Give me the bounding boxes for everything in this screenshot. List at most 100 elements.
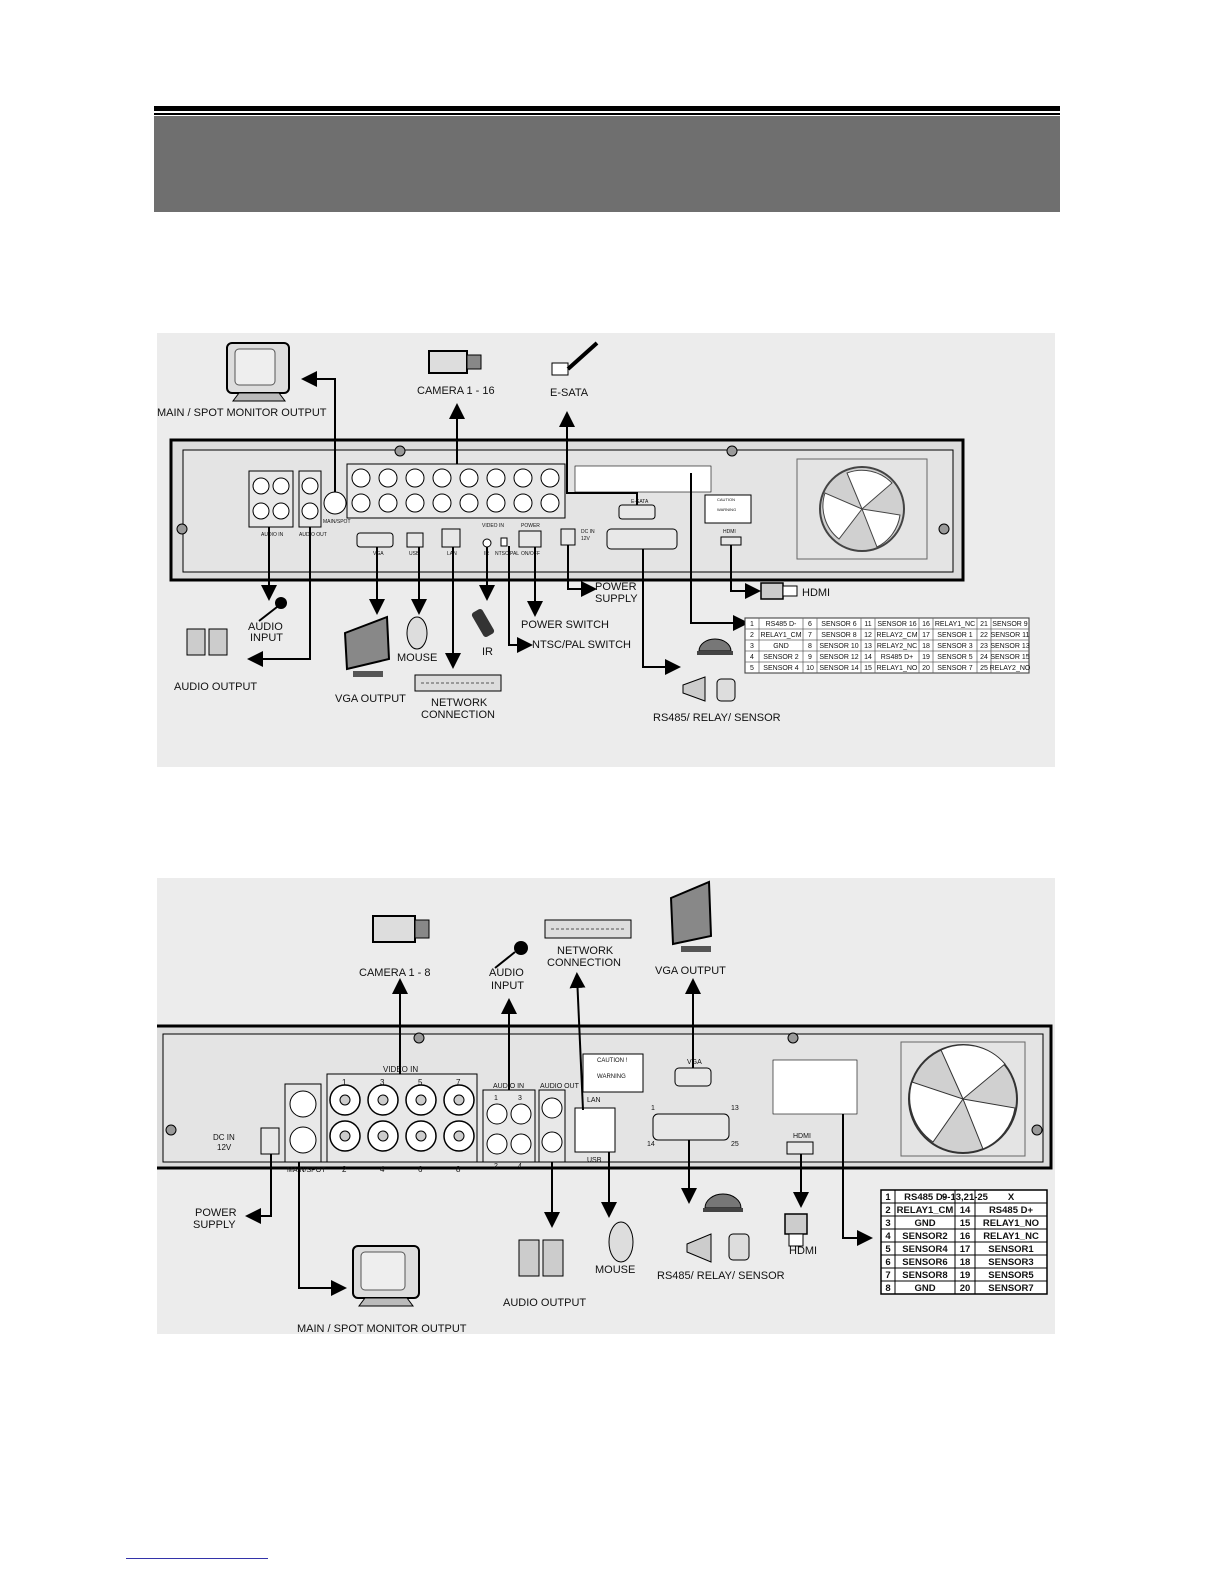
- audio-channel-number: 1: [494, 1095, 498, 1102]
- callout-power-supply: POWER: [595, 581, 637, 593]
- pin-table-cell: SENSOR8: [902, 1270, 947, 1281]
- panel-label-caution: CAUTION !: [597, 1058, 628, 1064]
- rca-connector: [487, 1104, 507, 1124]
- pin-table-cell: 4: [885, 1231, 891, 1242]
- pin-table-cell: 1: [885, 1192, 891, 1203]
- pin-table-cell: 18: [960, 1257, 971, 1268]
- microphone-icon: [495, 941, 528, 968]
- lcd-monitor-icon: [671, 882, 711, 952]
- bnc-connector: [514, 469, 532, 487]
- pin-table-cell: 15: [960, 1218, 971, 1229]
- pin-table-cell: SENSOR7: [988, 1283, 1033, 1294]
- pin-table-cell: 4: [750, 654, 754, 661]
- pin-table-cell: 15: [864, 665, 872, 672]
- callout-camera: CAMERA 1 - 8: [359, 967, 431, 979]
- panel-label-pin: 13: [731, 1105, 739, 1112]
- video-channel-number: 1: [342, 1078, 347, 1087]
- video-channel-number: 5: [418, 1078, 423, 1087]
- figure-8ch-rear-panel: DC IN 12V MAIN/SPOT VIDEO IN 13572468 AU…: [157, 878, 1055, 1334]
- pin-table-cell: 25: [980, 665, 988, 672]
- lcd-monitor-icon: [345, 617, 389, 677]
- pin-table-cell: SENSOR 7: [937, 665, 973, 672]
- bnc-connector-pin: [416, 1131, 426, 1141]
- screw: [1032, 1125, 1042, 1135]
- callout-network: NETWORK: [431, 697, 488, 709]
- audio-channel-number: 3: [518, 1095, 522, 1102]
- pin-table-cell: SENSOR 11: [991, 632, 1030, 639]
- callout-hdmi: HDMI: [789, 1245, 817, 1257]
- pin-table-cell: SENSOR 3: [937, 643, 973, 650]
- video-channel-number: 7: [456, 1078, 461, 1087]
- callout-audio-output: AUDIO OUTPUT: [503, 1297, 586, 1309]
- lan-port: [442, 529, 460, 547]
- panel-label-hdmi: HDMI: [723, 529, 736, 535]
- pin-table-cell: 5: [885, 1244, 891, 1255]
- bnc-connector-pin: [454, 1095, 464, 1105]
- bnc-connector: [487, 469, 505, 487]
- callout-esata: E-SATA: [550, 387, 589, 399]
- pin-table-cell: 14: [960, 1205, 971, 1216]
- panel-label-warning: WARNING: [597, 1074, 626, 1080]
- pin-table-cell: SENSOR 15: [990, 654, 1029, 661]
- pin-table-cell: SENSOR 12: [819, 654, 858, 661]
- callout-power-supply: SUPPLY: [595, 593, 638, 605]
- panel-label-dc-v: 12V: [581, 536, 591, 542]
- dome-camera-icon: [697, 639, 733, 655]
- mouse-icon: [407, 617, 427, 649]
- screw: [414, 1033, 424, 1043]
- panel-label-onoff: ON/OFF: [521, 551, 540, 557]
- panel-label-pin: 1: [651, 1105, 655, 1112]
- hdmi-cable-icon: [785, 1214, 807, 1246]
- bnc-connector-pin: [416, 1095, 426, 1105]
- video-channel-number: 8: [456, 1165, 461, 1174]
- pin-table-cell: SENSOR6: [902, 1257, 947, 1268]
- video-channel-number: 3: [380, 1078, 385, 1087]
- panel-label-main-spot: MAIN/SPOT: [323, 519, 351, 525]
- pin-table-cell: 18: [922, 643, 930, 650]
- pin-table-cell: 17: [922, 632, 930, 639]
- pin-table-cell: 19: [922, 654, 930, 661]
- power-switch: [519, 531, 541, 547]
- screw: [395, 446, 405, 456]
- panel-label-vga: VGA: [373, 551, 384, 557]
- pin-table-cell: RELAY1_CM: [760, 632, 801, 639]
- panel-label-caution: CAUTION: [717, 497, 735, 502]
- pin-table-cell: SENSOR 8: [821, 632, 857, 639]
- pin-table-cell: SENSOR 10: [819, 643, 858, 650]
- pin-table-cell: GND: [914, 1218, 935, 1229]
- pin-table-cell: 6: [885, 1257, 890, 1268]
- header-rule-thin: [154, 113, 1060, 115]
- pin-table-cell: 9: [808, 654, 812, 661]
- bnc-connector: [460, 469, 478, 487]
- callout-network: CONNECTION: [421, 709, 495, 721]
- screw: [788, 1033, 798, 1043]
- panel-label-dc-in: DC IN: [581, 529, 595, 535]
- pin-table-cell: 13: [864, 643, 872, 650]
- pin-table-cell: SENSOR5: [988, 1270, 1034, 1281]
- esata-port: [619, 505, 655, 519]
- db25-port: [653, 1114, 729, 1140]
- bnc-connector: [541, 469, 559, 487]
- panel-label-ntsc-pal: NTSC/PAL: [495, 551, 519, 557]
- fan-icon: [797, 459, 927, 559]
- bnc-connector: [514, 494, 532, 512]
- panel-label-vga: VGA: [687, 1059, 702, 1066]
- lan-port: [575, 1108, 615, 1152]
- pin-table-cell: SENSOR 2: [763, 654, 799, 661]
- pin-table-cell: X: [1008, 1192, 1015, 1203]
- pin-table-cell: SENSOR 9: [992, 621, 1028, 628]
- camera-icon: [373, 916, 429, 942]
- pin-table-cell: SENSOR4: [902, 1244, 948, 1255]
- panel-label-dc-in: DC IN: [213, 1133, 235, 1142]
- main-spot-connector: [324, 492, 346, 514]
- pin-table-cell: 24: [980, 654, 988, 661]
- panel-label-pin: 25: [731, 1141, 739, 1148]
- panel-label-audio-out: AUDIO OUT: [299, 532, 327, 538]
- pin-table-cell: 3: [750, 643, 754, 650]
- pin-table-cell: 11: [864, 621, 871, 628]
- callout-ntsc-pal-switch: NTSC/PAL SWITCH: [532, 639, 631, 651]
- ir-port: [483, 539, 491, 547]
- bnc-connector-pin: [340, 1131, 350, 1141]
- pin-table-cell: RELAY1_NO: [877, 665, 918, 672]
- callout-power-switch: POWER SWITCH: [521, 619, 609, 631]
